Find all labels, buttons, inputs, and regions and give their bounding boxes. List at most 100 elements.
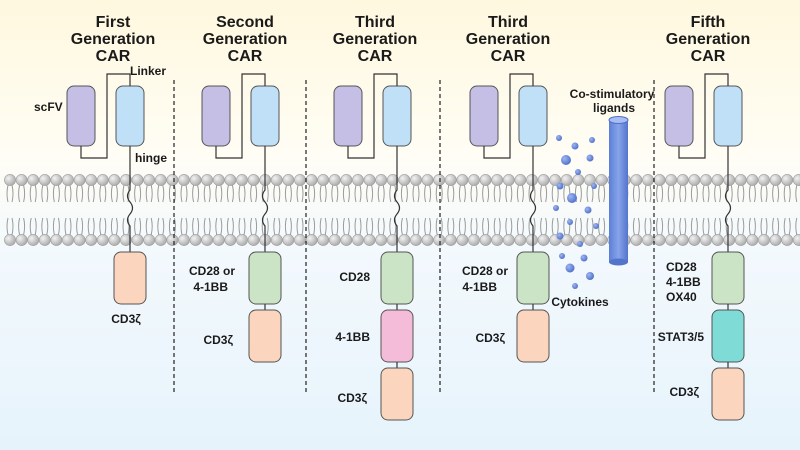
lipid-tail [238, 184, 246, 203]
lipid-head [224, 174, 237, 186]
cytokine-dot [556, 232, 564, 240]
lipid-head [305, 174, 318, 186]
label-fourth-cd3z: CD3ζ [475, 331, 505, 345]
lipid-tail [772, 217, 780, 236]
lipid-head [73, 234, 86, 246]
lipid-head [584, 174, 596, 186]
lipid-tail [586, 217, 594, 236]
lipid-head [27, 174, 40, 186]
lipid-tail [795, 217, 798, 236]
lipid-head [642, 234, 654, 246]
lipid-head [270, 174, 283, 186]
lipid-head [502, 174, 515, 186]
lipid-tail [377, 217, 385, 236]
lipid-head [352, 174, 364, 186]
lipid-head [792, 174, 800, 186]
ligand-cylinder-bottom [609, 258, 628, 266]
title-fifth-line2: Generation [666, 31, 750, 48]
hinge-transmembrane-line [393, 146, 401, 252]
lipid-tail [783, 184, 791, 203]
lipid-head [294, 234, 306, 246]
lipid-head [27, 234, 40, 246]
lipid-head [363, 174, 376, 186]
lipid-tail [644, 184, 652, 203]
lipid-head [236, 174, 248, 186]
cytokine-dot [572, 283, 578, 289]
lipid-tail [342, 217, 350, 236]
lipid-tail [737, 217, 745, 236]
lipid-head [584, 234, 596, 246]
lipid-head [236, 234, 248, 246]
lipid-tail [99, 217, 107, 236]
label-fifth-cd28: CD28 [666, 260, 697, 274]
lipid-tail [6, 217, 14, 236]
title-third-line2: Generation [333, 31, 417, 48]
cd28-domain [516, 251, 550, 305]
lipid-head [595, 234, 608, 246]
lipid-tail [87, 217, 95, 236]
title-fourth-line1: Third [488, 14, 528, 31]
cytokine-dot [593, 223, 599, 229]
lipid-head [317, 174, 330, 186]
lipid-head [212, 174, 225, 186]
lipid-tail [760, 184, 768, 203]
lipid-tail [180, 184, 188, 203]
lipid-tail [470, 217, 478, 236]
title-third-line1: Third [355, 14, 395, 31]
cytokine-dot [561, 155, 571, 165]
lipid-tail [29, 184, 37, 203]
lipid-head [491, 234, 504, 246]
lipid-tail [18, 184, 26, 203]
lipid-head [781, 234, 794, 246]
lipid-tail [528, 217, 536, 236]
co-stimulatory-ligand [608, 116, 629, 266]
lipid-head [212, 234, 225, 246]
lipid-tail [435, 184, 443, 203]
lipid-head [154, 174, 167, 186]
label-scfv: scFV [34, 100, 63, 114]
lipid-tail [331, 217, 339, 236]
lipid-head [734, 174, 747, 186]
lipid-head [758, 234, 770, 246]
lipid-head [38, 174, 51, 186]
lipid-tail [238, 217, 246, 236]
hinge-transmembrane-line [724, 146, 732, 252]
cytokine-dot [556, 182, 564, 190]
lipid-head [352, 234, 364, 246]
cd3z-domain [380, 367, 414, 421]
lipid-head [131, 234, 144, 246]
title-fifth-line1: Fifth [691, 14, 726, 31]
lipid-tail [284, 184, 292, 203]
cytokine-dot [589, 137, 595, 143]
title-second-line2: Generation [203, 31, 287, 48]
lipid-head [201, 234, 214, 246]
scfv-domain [333, 85, 363, 147]
lipid-head [711, 234, 724, 246]
scfv-domain [469, 85, 499, 147]
lipid-tail [772, 184, 780, 203]
lipid-tail [667, 217, 675, 236]
lipid-tail [702, 217, 710, 236]
lipid-tail [331, 184, 339, 203]
lipid-tail [412, 184, 420, 203]
lipid-head [792, 234, 800, 246]
cytokine-dot [567, 219, 573, 225]
vh-domain [382, 85, 412, 147]
cd3z-domain [113, 251, 147, 305]
lipid-head [723, 234, 736, 246]
lipid-tail [203, 217, 211, 236]
lipid-tail [760, 217, 768, 236]
label-fifth-ox40: OX40 [666, 290, 697, 304]
lipid-head [375, 234, 388, 246]
lipid-tail [725, 217, 733, 236]
lipid-head [769, 174, 782, 186]
lipid-tail [29, 217, 37, 236]
cd28-domain [711, 251, 745, 305]
lipid-head [746, 174, 759, 186]
lipid-head [282, 174, 295, 186]
cd28-domain [248, 251, 282, 305]
lipid-tail [284, 217, 292, 236]
lipid-tail [458, 217, 466, 236]
lipid-head [386, 234, 399, 246]
lipid-head [456, 234, 469, 246]
